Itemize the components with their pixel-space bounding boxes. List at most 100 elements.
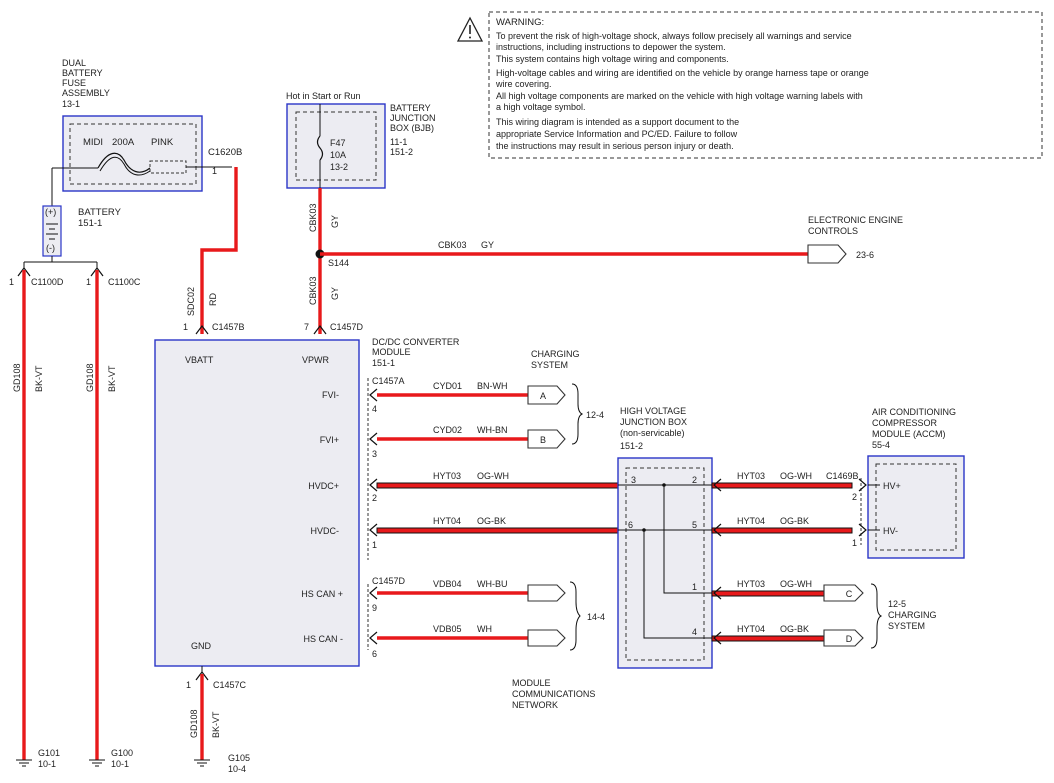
pin-label: FVI+: [320, 435, 339, 445]
fuse-connector: C1620B: [208, 147, 242, 158]
fuse-color: PINK: [151, 137, 174, 148]
network-title: MODULE: [512, 678, 551, 688]
eec-title: CONTROLS: [808, 226, 858, 236]
accm-ref: 55-4: [872, 440, 890, 450]
network-title: NETWORK: [512, 700, 558, 710]
wire-label: GY: [481, 240, 494, 250]
ground-conn-name: C1100C: [108, 277, 141, 287]
pin-number: 2: [852, 492, 857, 502]
wire-label: OG-WH: [780, 579, 812, 589]
wire-label: HYT03: [737, 579, 765, 589]
dcdc-title: MODULE: [372, 347, 411, 357]
wire-label: BK-VT: [34, 365, 44, 392]
ground-conn-name: C1100D: [31, 277, 64, 287]
network-connector: [527, 629, 566, 647]
splice-label: S144: [328, 258, 349, 268]
conn-name: C1457A: [372, 376, 405, 386]
hv-wire-hyt04: [376, 527, 619, 534]
ground-name: G100: [111, 748, 133, 758]
warning-line: This system contains high voltage wiring…: [496, 54, 729, 64]
wire-label: CYD02: [433, 425, 462, 435]
ground-ref: 10-1: [111, 759, 129, 769]
wire-label: GD108: [12, 363, 22, 392]
battery-minus: (-): [46, 243, 55, 253]
pin-number: 2: [372, 493, 377, 503]
pin-label: GND: [191, 641, 212, 651]
conn-pin: 1: [183, 322, 188, 332]
pin-label: HVDC-: [311, 526, 340, 536]
network-ref: 14-4: [587, 612, 605, 622]
ground-symbol-icon: [89, 759, 105, 767]
bjb-supply: Hot in Start or Run: [286, 91, 361, 101]
bjb-fuse-rating: 10A: [330, 150, 346, 160]
eec-connector: [807, 244, 847, 264]
conn-name: C1457D: [372, 576, 406, 586]
bracket: [571, 383, 584, 445]
pin-number: 9: [372, 603, 377, 613]
accm-title: COMPRESSOR: [872, 418, 938, 428]
high-voltage-junction-box: HIGH VOLTAGE JUNCTION BOX (non-servicabl…: [617, 406, 713, 669]
wire-label: OG-BK: [477, 516, 506, 526]
wire-label: CYD01: [433, 381, 462, 391]
fuse-assembly-title: FUSE: [62, 78, 86, 88]
connector-chevrons: [369, 388, 378, 645]
battery-plus: (+): [45, 207, 56, 217]
ground-ref: 10-1: [38, 759, 56, 769]
fuse-assembly-box: [62, 115, 203, 192]
wire-label: WH: [477, 624, 492, 634]
pin-label: HV+: [883, 481, 901, 491]
connector-letter: C: [846, 589, 853, 599]
pin-label: VPWR: [302, 355, 330, 365]
hvjb-pin: 3: [631, 475, 636, 485]
connector-chevrons: [713, 478, 867, 645]
conn-name: C1457D: [330, 322, 364, 332]
charging-ref: 12-4: [586, 410, 604, 420]
wire-label: CBK03: [438, 240, 467, 250]
charging2-ref: 12-5: [888, 599, 906, 609]
hvjb-pin: 2: [692, 475, 697, 485]
warning-line: a high voltage symbol.: [496, 102, 586, 112]
wire-label: BN-WH: [477, 381, 508, 391]
notice-line: This wiring diagram is intended as a sup…: [496, 117, 739, 127]
ground-name: G105: [228, 753, 250, 763]
wire-label: HYT04: [433, 516, 461, 526]
battery-ref: 151-1: [78, 218, 102, 229]
fuse-assembly-title: BATTERY: [62, 68, 103, 78]
fuse-assembly-title: ASSEMBLY: [62, 88, 110, 98]
hv-wire-hyt03-accm: [711, 482, 853, 489]
bracket: [569, 581, 581, 651]
warning-line: instructions, including instructions to …: [496, 42, 726, 52]
charging-connector-c: [823, 584, 864, 602]
charging-connector-a: [527, 385, 566, 405]
wire-label: HYT04: [737, 516, 765, 526]
bjb-fuse-ref: 13-2: [330, 162, 348, 172]
wire-sdc02: [200, 167, 238, 334]
charging-title: CHARGING: [531, 349, 580, 359]
wire-label: GD108: [189, 709, 199, 738]
connector-letter: B: [540, 435, 546, 445]
accm-title: AIR CONDITIONING: [872, 407, 956, 417]
battery-name: BATTERY: [78, 207, 122, 218]
conn-name: C1457B: [212, 322, 245, 332]
hvjb-pin: 5: [692, 520, 697, 530]
connector-letter: A: [540, 391, 546, 401]
fuse-assembly-ref: 13-1: [62, 99, 80, 109]
wire-label: GY: [330, 287, 340, 300]
dcdc-converter-module: 1 C1457B 7 C1457D VBATT VPWR FVI- FVI+ H…: [154, 322, 460, 667]
network-connector: [527, 584, 566, 602]
wire-label: BK-VT: [107, 365, 117, 392]
wire-label: OG-BK: [780, 624, 809, 634]
hv-wire-hyt03: [376, 482, 619, 489]
hvjb-title: HIGH VOLTAGE: [620, 406, 686, 416]
wire-label: CBK03: [308, 203, 318, 232]
charging-connector-b: [527, 429, 566, 449]
accm-title: MODULE (ACCM): [872, 429, 946, 439]
conn-name: C1457C: [213, 680, 247, 690]
wire-label: OG-WH: [477, 471, 509, 481]
bjb-ref: 151-2: [390, 147, 413, 157]
charging-connector-d: [823, 629, 864, 647]
pin-label: HV-: [883, 526, 898, 536]
bjb-title: BOX (BJB): [390, 123, 434, 133]
pin-label: HS CAN -: [303, 634, 343, 644]
accm-module: AIR CONDITIONING COMPRESSOR MODULE (ACCM…: [826, 407, 965, 559]
